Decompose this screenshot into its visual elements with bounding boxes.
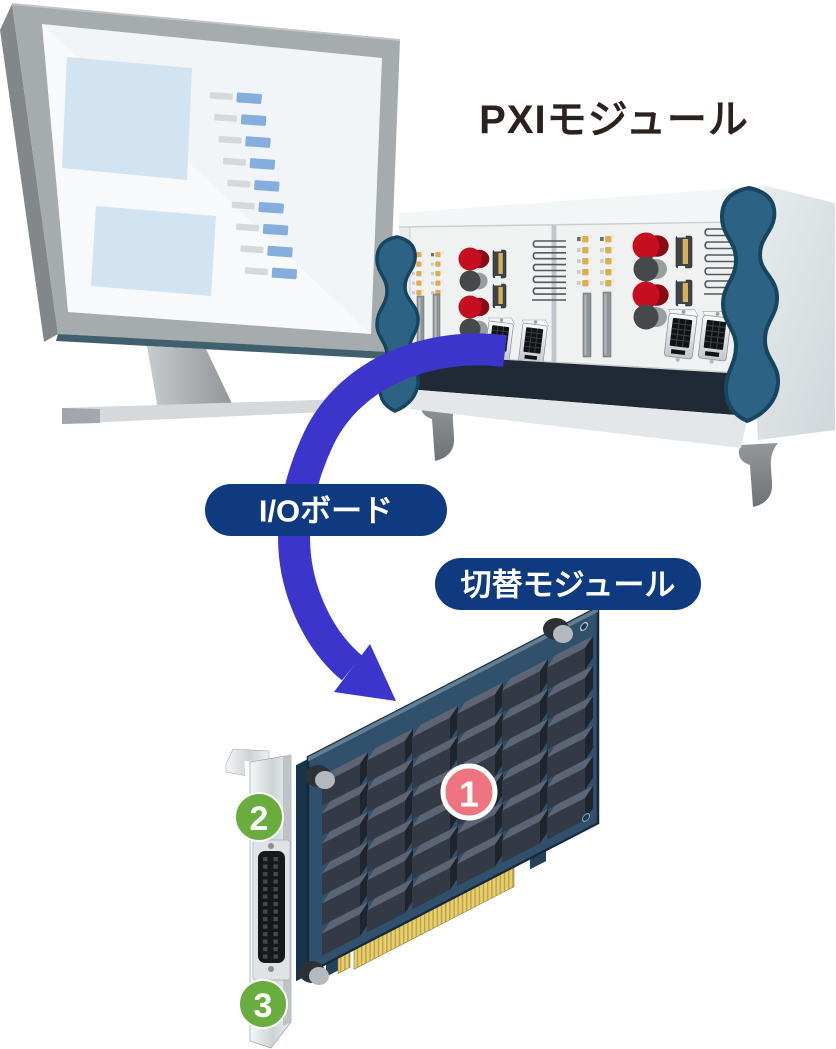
screen-list-row: [209, 92, 262, 105]
badge-1-circle: [440, 763, 498, 821]
board-screw-hole: [579, 621, 589, 632]
io-connector-body: [258, 851, 285, 963]
badge-3-number: 3: [254, 987, 273, 1025]
bracket-screw: [268, 843, 274, 849]
callout-switch-module-label: 切替モジュール: [461, 568, 676, 603]
monitor: [0, 3, 401, 424]
card-edge-connectors: [492, 233, 693, 310]
screen-block-2: [91, 206, 216, 296]
callout-io-board: I/Oボード: [205, 484, 447, 536]
switch-module-board: [225, 605, 600, 1049]
callout-switch-module: 切替モジュール: [435, 558, 701, 610]
board-left-edge: [296, 759, 308, 982]
pxi-chassis: [375, 186, 835, 507]
monitor-frame-highlight: [11, 3, 401, 41]
flow-arrow-head: [334, 644, 396, 701]
monitor-base: [62, 399, 348, 424]
flow-arrow: [278, 333, 507, 701]
vents-1: [532, 240, 566, 301]
monitor-neck: [147, 346, 236, 412]
sliders: [416, 291, 612, 358]
badge-2-number: 2: [250, 800, 269, 838]
flow-arrow-body: [278, 333, 507, 681]
diagram-title: PXIモジュール: [479, 98, 749, 142]
screen-list-row: [236, 223, 289, 236]
callout-io-board-pill: [205, 484, 447, 536]
callout-switch-module-pill: [435, 558, 701, 610]
badge-3: 3: [238, 979, 288, 1029]
board-top-rim: [308, 607, 598, 762]
screen-list-row: [222, 157, 276, 170]
chassis-base-strip: [406, 389, 748, 448]
monitor-base-endcap: [62, 408, 100, 424]
badge-1: 1: [440, 763, 498, 821]
chassis-top-face: [399, 186, 766, 227]
screen-list-row: [218, 135, 271, 148]
monitor-side-face: [0, 4, 58, 342]
bracket-screw: [268, 966, 274, 972]
screen-list-row: [244, 267, 298, 280]
callout-io-board-label: I/Oボード: [259, 494, 393, 529]
screen-block-1: [62, 57, 192, 180]
dip-2: [577, 235, 616, 287]
standoffs: [299, 618, 573, 985]
screen-list-row: [227, 179, 280, 192]
chassis-dark-band: [405, 354, 748, 416]
board-screw-hole: [582, 813, 590, 823]
dip-1: [412, 251, 444, 296]
screen-list-row: [240, 245, 293, 258]
bracket-pins: [263, 857, 278, 959]
screen-list-row: [214, 113, 267, 126]
chassis-foot-right: [738, 443, 778, 507]
screen-list: [209, 92, 298, 280]
module-divider: [552, 225, 556, 373]
badge-2-circle: [234, 792, 284, 842]
monitor-underside: [56, 334, 390, 359]
screen-list-row: [231, 201, 284, 214]
badge-2: 2: [234, 792, 284, 842]
chassis-endcap-right: [720, 186, 781, 423]
badge-3-circle: [238, 979, 288, 1029]
badge-1-number: 1: [459, 774, 479, 815]
